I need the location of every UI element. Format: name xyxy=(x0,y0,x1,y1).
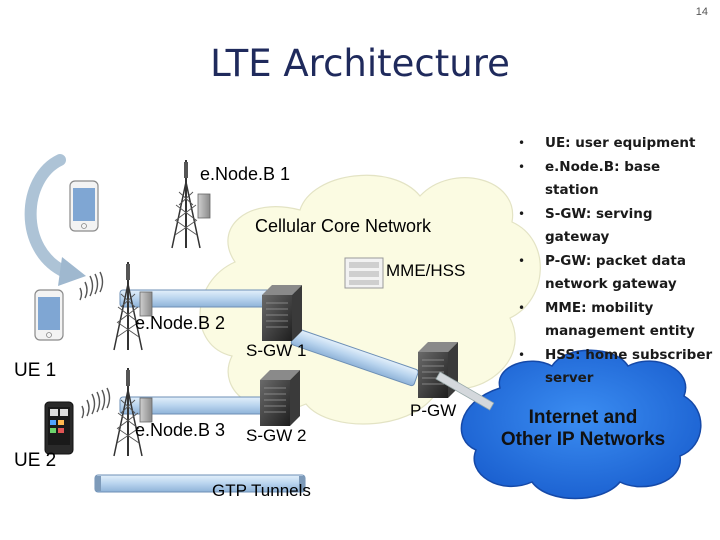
wireless-signal-ue1 xyxy=(79,271,104,301)
phone-ue1 xyxy=(34,289,64,341)
ue2-label: UE 2 xyxy=(14,450,57,471)
mme-hss-label: MME/HSS xyxy=(386,261,466,280)
legend-list: UE: user equipment e.Node.B: base statio… xyxy=(518,132,718,391)
ue1-label: UE 1 xyxy=(14,360,57,381)
enodeb2-tower xyxy=(113,262,153,351)
internet-label-line2: Other IP Networks xyxy=(500,429,666,450)
enodeb1-label: e.Node.B 1 xyxy=(200,164,291,184)
enodeb2-label: e.Node.B 2 xyxy=(135,313,226,333)
gtp-tunnels xyxy=(94,289,419,493)
slide-number: 14 xyxy=(695,6,708,18)
wireless-signal-ue2 xyxy=(81,387,111,419)
slide-title: LTE Architecture xyxy=(210,42,510,85)
internet-label: Internet and Other IP Networks xyxy=(478,407,688,451)
core-network-label: Cellular Core Network xyxy=(255,216,432,236)
gtp-tunnels-label: GTP Tunnels xyxy=(212,481,311,500)
sgw2-label: S-GW 2 xyxy=(246,426,307,445)
pgw-internet-link xyxy=(435,371,495,411)
internet-label-line1: Internet and xyxy=(528,407,638,428)
sgw1-server xyxy=(262,285,302,341)
handover-arrow xyxy=(24,154,86,286)
enodeb3-label: e.Node.B 3 xyxy=(135,420,226,440)
sgw2-server xyxy=(260,370,300,426)
legend-item: HSS: home subscriber server xyxy=(518,344,718,391)
legend-item: P-GW: packet data network gateway xyxy=(518,250,718,297)
phone-ue-top xyxy=(69,180,99,232)
phone-ue2 xyxy=(44,401,74,455)
mme-hss-device xyxy=(344,257,384,289)
pgw-server xyxy=(418,342,458,398)
pgw-label: P-GW xyxy=(410,401,457,420)
enodeb1-tower xyxy=(171,160,211,249)
enodeb3-tower xyxy=(113,368,153,457)
legend-item: e.Node.B: base station xyxy=(518,156,718,203)
legend-item: S-GW: serving gateway xyxy=(518,203,718,250)
sgw1-label: S-GW 1 xyxy=(246,341,307,360)
legend-item: MME: mobility management entity xyxy=(518,297,718,344)
legend-item: UE: user equipment xyxy=(518,132,718,156)
